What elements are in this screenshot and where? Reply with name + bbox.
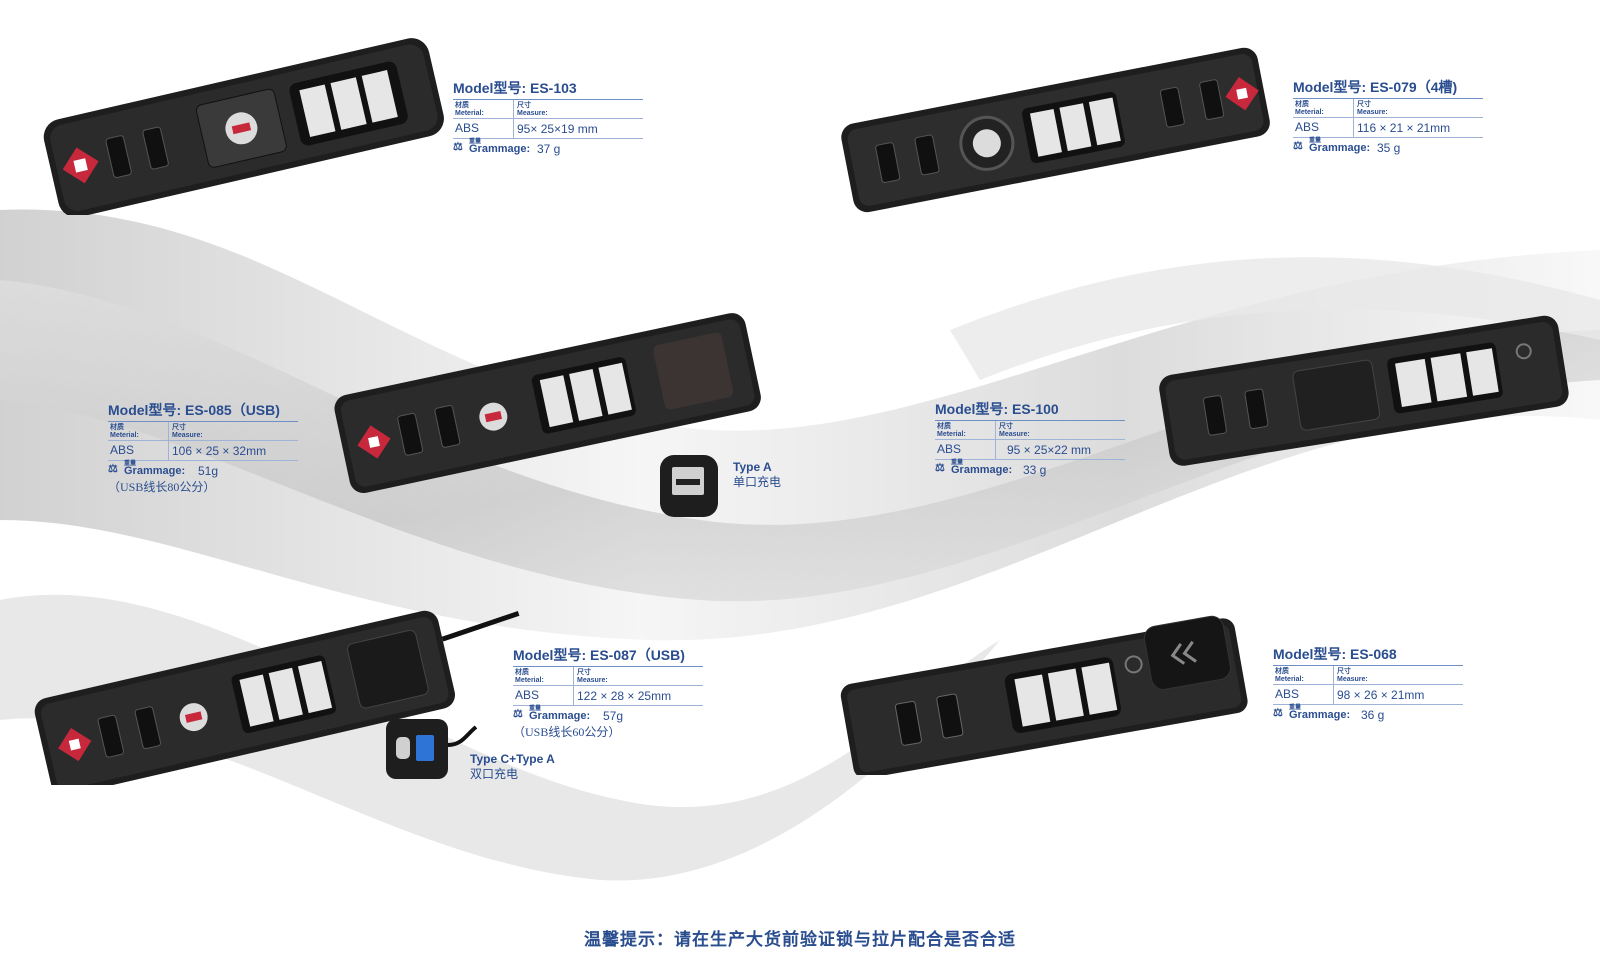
lock-es-087-image <box>34 610 520 785</box>
grammage-label: Grammage: <box>469 143 531 155</box>
weight-label: 重量 <box>469 139 482 145</box>
material-value: ABS <box>110 443 135 457</box>
weight-icon: ⚖ <box>108 463 118 475</box>
grammage-value: 51g <box>198 464 219 478</box>
weight-label: 重量 <box>1289 705 1302 711</box>
grammage-label: Grammage: <box>951 464 1013 476</box>
material-value: ABS <box>455 121 480 135</box>
measure-value: 122 × 28 × 25mm <box>577 689 672 703</box>
type-c-type-a-hub-image <box>386 719 478 779</box>
usb-cable-note: （USB线长80公分） <box>108 480 216 494</box>
model-title: Model型号: ES-100 <box>935 399 1125 421</box>
model-title: Model型号: ES-085（USB) <box>108 400 298 422</box>
material-value: ABS <box>937 442 962 456</box>
measure-value: 98 × 26 × 21mm <box>1337 688 1425 702</box>
footer-reminder: 温馨提示：请在生产大货前验证锁与拉片配合是否合适 <box>584 930 1016 949</box>
grammage-label: Grammage: <box>1289 709 1351 721</box>
type-a-title: Type A <box>733 460 772 474</box>
grammage-value: 33 g <box>1023 463 1047 477</box>
grammage-label: Grammage: <box>1309 142 1371 154</box>
weight-label: 重量 <box>124 461 137 467</box>
material-value: ABS <box>515 688 540 702</box>
grammage-label: Grammage: <box>529 710 591 722</box>
model-title: Model型号: ES-079（4槽) <box>1293 77 1483 99</box>
type-ca-title: Type C+Type A <box>470 752 555 766</box>
lock-es-103-image <box>43 38 444 215</box>
weight-label: 重量 <box>529 706 542 712</box>
type-ca-subtitle: 双口充电 <box>470 767 519 781</box>
weight-icon: ⚖ <box>513 708 523 720</box>
grammage-label: Grammage: <box>124 465 186 477</box>
weight-icon: ⚖ <box>453 141 463 153</box>
model-title: Model型号: ES-087（USB) <box>513 645 703 667</box>
grammage-value: 36 g <box>1361 708 1385 722</box>
lock-es-068-image <box>840 615 1248 775</box>
lock-es-085-image <box>334 313 761 493</box>
grammage-value: 57g <box>603 709 624 723</box>
type-a-subtitle: 单口充电 <box>733 475 782 489</box>
type-ca-label: Type C+Type A 双口充电 <box>470 752 555 782</box>
model-title: Model型号: ES-103 <box>453 78 643 100</box>
measure-value: 95 × 25×22 mm <box>1007 443 1092 457</box>
usb-cable-note: （USB线长60公分） <box>513 725 621 739</box>
material-value: ABS <box>1275 687 1300 701</box>
measure-value: 95× 25×19 mm <box>517 122 598 136</box>
grammage-value: 35 g <box>1377 141 1401 155</box>
weight-icon: ⚖ <box>935 462 945 474</box>
model-title: Model型号: ES-068 <box>1273 644 1463 666</box>
lock-es-100-image <box>1159 315 1569 466</box>
type-a-plug-image <box>660 455 718 517</box>
weight-icon: ⚖ <box>1293 140 1303 152</box>
weight-label: 重量 <box>1309 138 1322 144</box>
measure-value: 106 × 25 × 32mm <box>172 444 267 458</box>
grammage-value: 37 g <box>537 142 561 156</box>
weight-label: 重量 <box>951 460 964 466</box>
lock-es-079-image <box>841 47 1270 213</box>
material-value: ABS <box>1295 120 1320 134</box>
measure-value: 116 × 21 × 21mm <box>1357 121 1451 135</box>
type-a-label: Type A 单口充电 <box>733 460 781 490</box>
weight-icon: ⚖ <box>1273 707 1283 719</box>
